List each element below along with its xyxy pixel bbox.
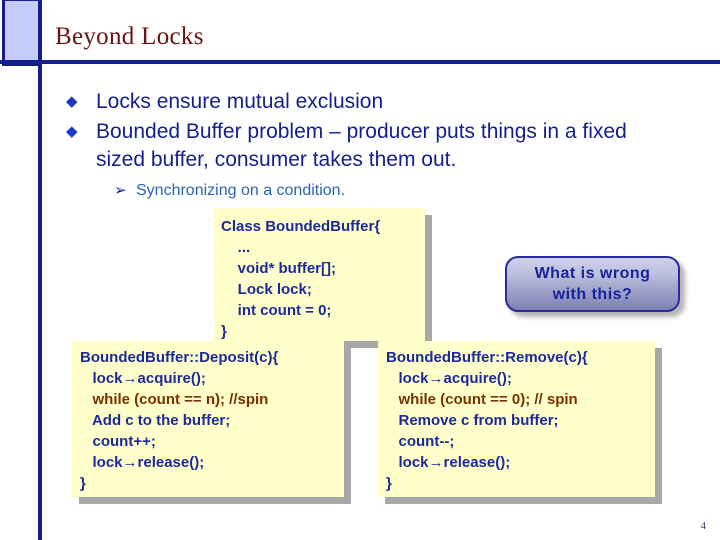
code-box-class-declaration: Class BoundedBuffer{ ... void* buffer[];… [213,208,425,341]
bullet-text-bounded-buffer: Bounded Buffer problem – producer puts t… [96,120,627,171]
sub-list-item: ➢ Synchronizing on a condition. [114,180,672,202]
code-box-deposit: BoundedBuffer::Deposit(c){ lock→acquire(… [72,341,344,497]
code-line: lock→release(); [80,454,205,471]
code-line: } [386,475,392,492]
code-line: Remove c from buffer; [386,412,559,429]
left-margin-rule [38,0,42,540]
code-box-remove: BoundedBuffer::Remove(c){ lock→acquire()… [378,341,655,497]
code-line: Lock lock; [221,281,312,298]
code-line: count--; [386,433,455,450]
code-line: lock→acquire(); [386,370,512,387]
page-number: 4 [700,520,707,532]
sub-bullet-text-synchronizing: Synchronizing on a condition. [136,182,346,199]
diamond-bullet-icon: ◆ [66,93,78,110]
code-line-spin-highlight: while (count == 0); // spin [386,391,578,408]
diamond-bullet-icon: ◆ [66,123,78,140]
code-line: Add c to the buffer; [80,412,231,429]
code-line: lock→acquire(); [80,370,206,387]
code-line: ... [221,239,251,256]
callout-line-2: with this? [552,286,633,303]
list-item: ◆ Locks ensure mutual exclusion [62,88,672,116]
code-line: Class BoundedBuffer{ [221,218,381,235]
title-divider-rule [0,60,720,64]
code-line-spin-highlight: while (count == n); //spin [80,391,269,408]
code-line: lock→release(); [386,454,511,471]
bullet-text-locks: Locks ensure mutual exclusion [96,90,384,113]
bullet-list: ◆ Locks ensure mutual exclusion ◆ Bounde… [62,88,672,202]
code-line: BoundedBuffer::Remove(c){ [386,349,588,366]
page-title: Beyond Locks [55,23,204,50]
callout-text: What is wrong with this? [535,263,651,305]
code-line: void* buffer[]; [221,260,336,277]
callout-what-is-wrong: What is wrong with this? [505,256,680,312]
code-line: } [221,323,227,340]
list-item: ◆ Bounded Buffer problem – producer puts… [62,118,672,174]
code-line: int count = 0; [221,302,332,319]
code-line: } [80,475,86,492]
arrowhead-bullet-icon: ➢ [114,182,127,199]
code-line: count++; [80,433,156,450]
callout-line-1: What is wrong [534,265,651,282]
code-line: BoundedBuffer::Deposit(c){ [80,349,279,366]
decorative-corner-square [2,0,42,66]
